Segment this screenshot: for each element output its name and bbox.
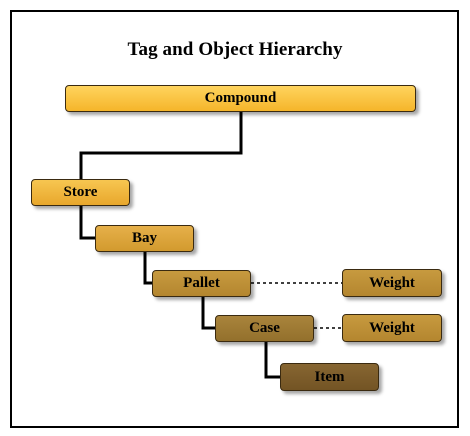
node-item-label: Item (314, 368, 345, 385)
node-pallet-weight: Weight (342, 269, 442, 297)
node-item: Item (280, 363, 379, 391)
node-case-label: Case (249, 320, 280, 336)
node-store-label: Store (63, 184, 98, 200)
node-compound-label: Compound (204, 90, 277, 106)
node-case-weight: Weight (342, 314, 442, 342)
node-case-weight-label: Weight (369, 319, 415, 336)
node-pallet: Pallet (152, 270, 251, 297)
node-compound: Compound (65, 85, 416, 112)
node-case: Case (215, 315, 314, 342)
node-store: Store (31, 179, 130, 206)
node-pallet-label: Pallet (183, 275, 220, 291)
node-bay: Bay (95, 225, 194, 252)
node-bay-label: Bay (131, 230, 157, 246)
diagram-frame (10, 10, 459, 428)
diagram-title: Tag and Object Hierarchy (127, 39, 343, 60)
node-pallet-weight-label: Weight (369, 274, 415, 291)
